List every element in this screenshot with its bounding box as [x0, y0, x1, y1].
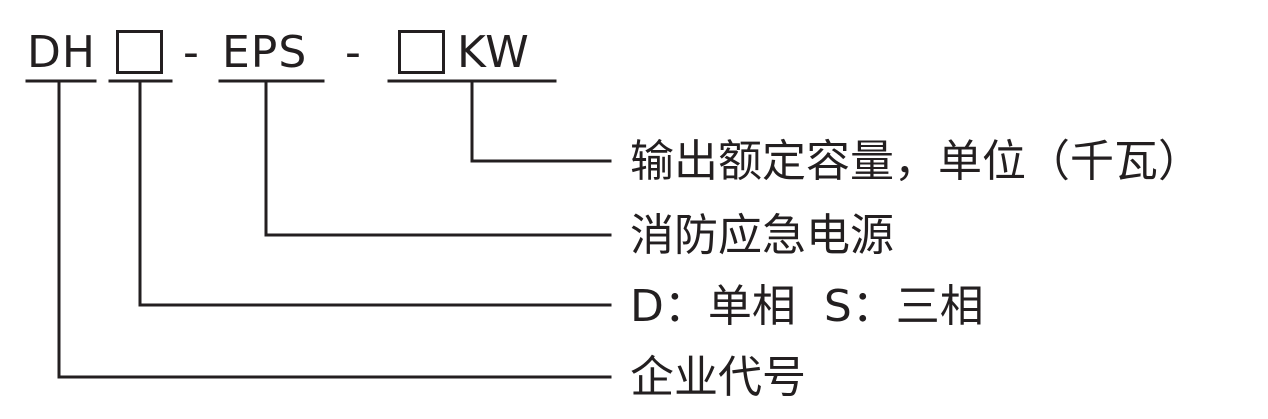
- capacity-placeholder-box: [398, 30, 445, 74]
- leader-company: [57, 79, 612, 379]
- code-unit: KW: [457, 27, 530, 78]
- desc-capacity: 输出额定容量，单位（千瓦）: [630, 136, 1202, 187]
- desc-eps: 消防应急电源: [630, 210, 894, 261]
- leader-eps: [264, 79, 612, 237]
- desc-company: 企业代号: [630, 352, 806, 403]
- code-prefix: DH: [27, 27, 96, 78]
- code-dash-1: -: [183, 27, 200, 78]
- code-eps: EPS: [222, 27, 308, 78]
- leader-capacity: [470, 79, 612, 163]
- desc-phase: D：单相 S：三相: [630, 281, 984, 332]
- phase-placeholder-box: [116, 30, 163, 74]
- code-dash-2: -: [345, 27, 362, 78]
- leader-phase: [138, 79, 612, 307]
